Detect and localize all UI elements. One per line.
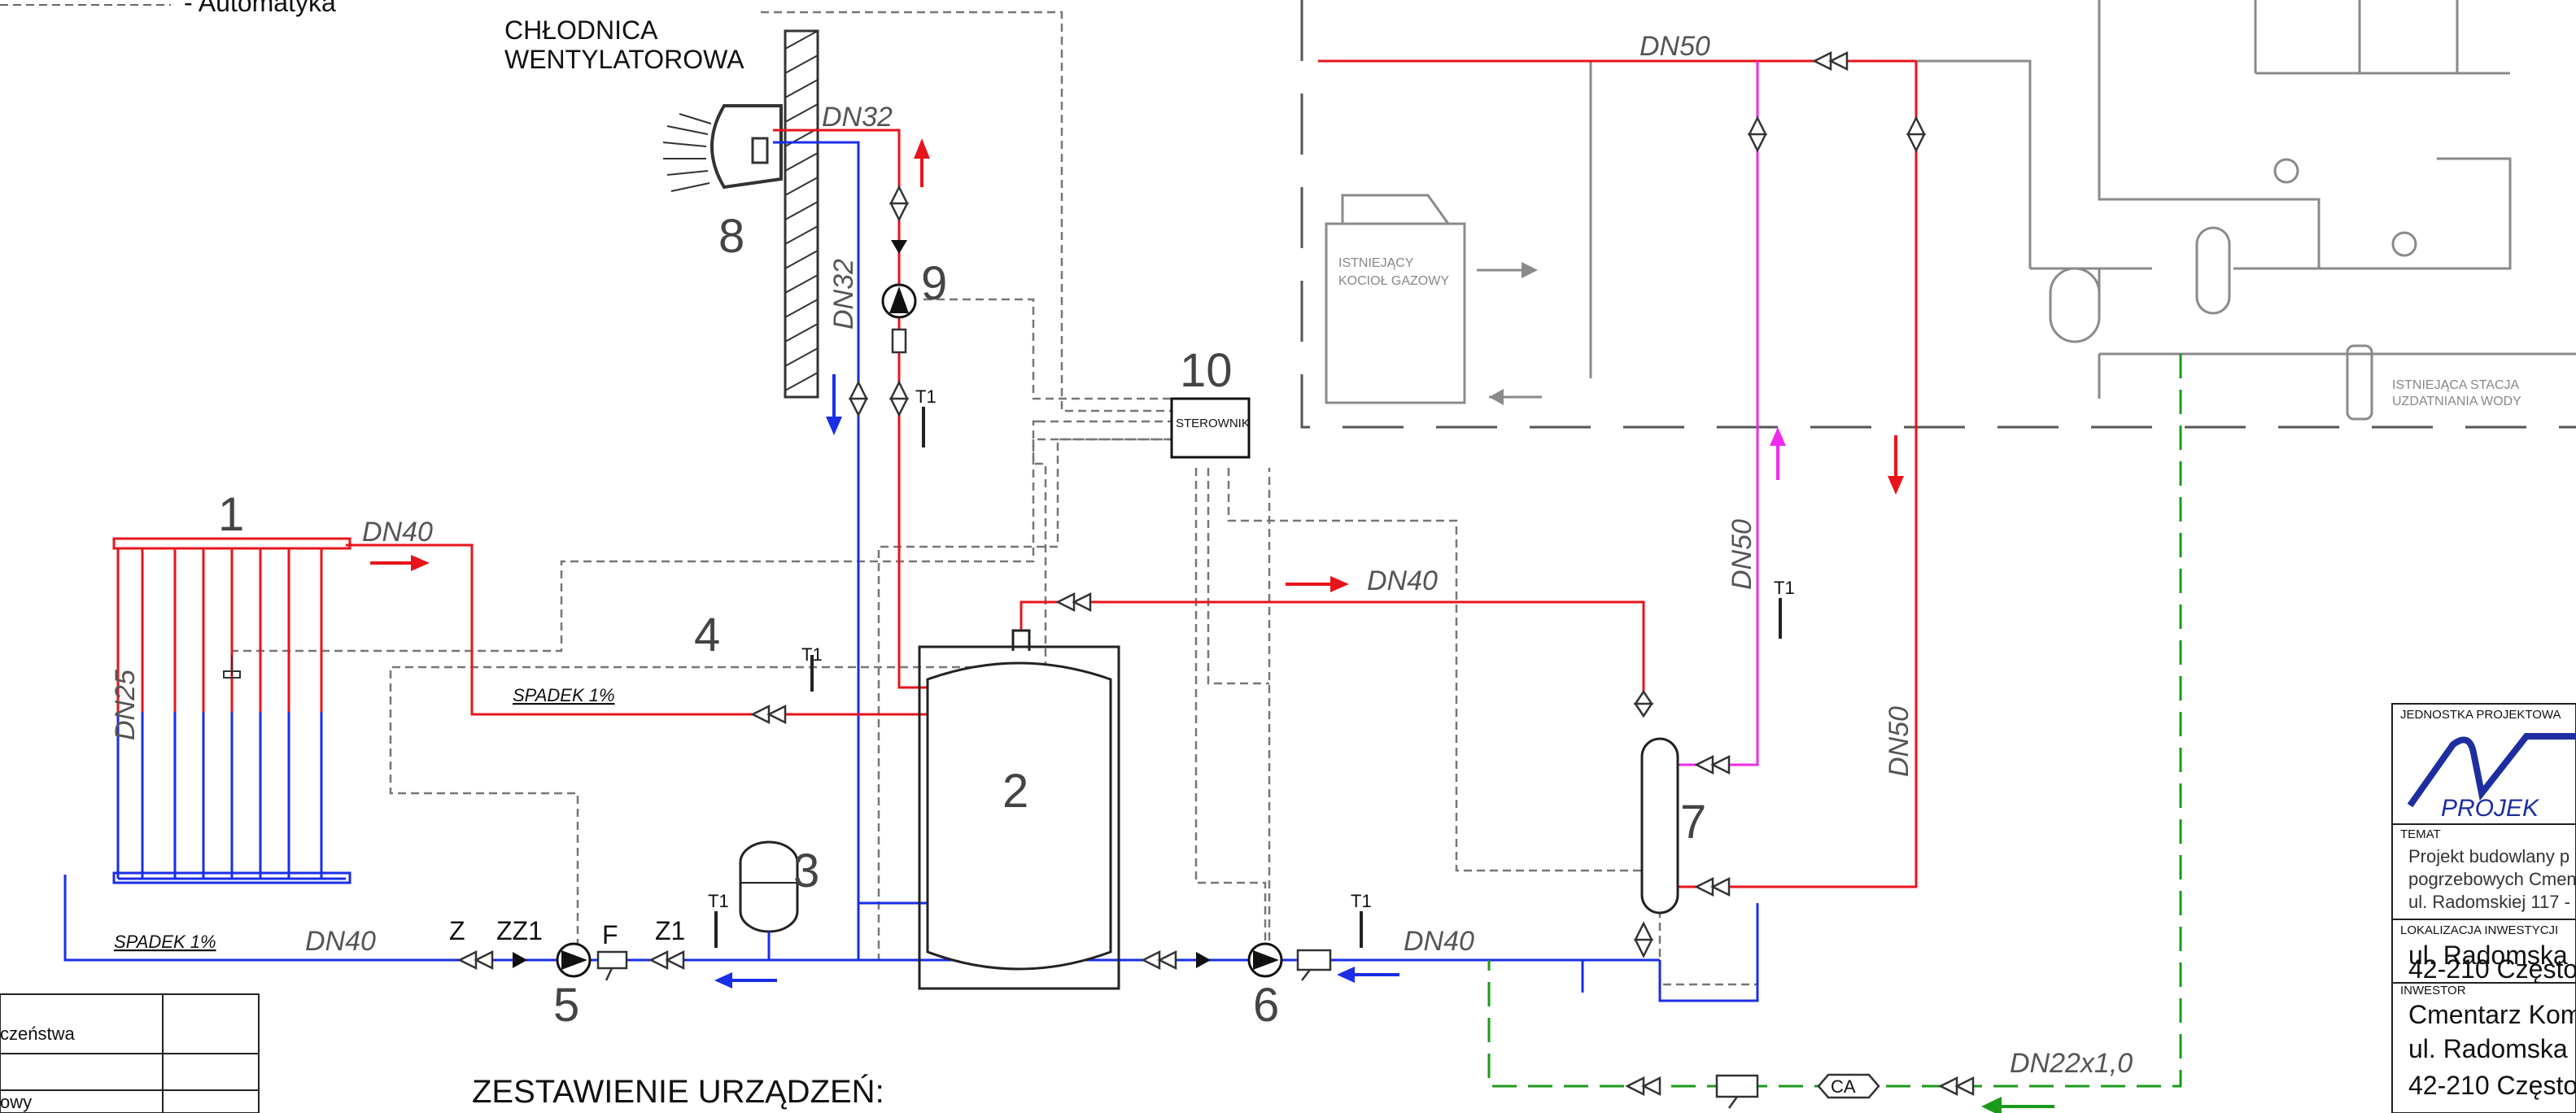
label-9: 9 [921, 257, 947, 310]
svg-text:DN32: DN32 [822, 102, 893, 133]
svg-text:T1: T1 [1774, 578, 1795, 598]
svg-text:DN50: DN50 [1727, 519, 1757, 590]
label-10: 10 [1180, 344, 1233, 397]
svg-text:F: F [602, 920, 618, 949]
water-arrow [1981, 1097, 2054, 1113]
magenta-pipe [1676, 61, 1759, 766]
svg-text:DN25: DN25 [110, 670, 141, 740]
svg-text:pogrzebowych Cmen: pogrzebowych Cmen [2408, 869, 2576, 889]
water-station-label: ISTNIEJĄCA STACJA UZDATNIANIA WODY [2392, 378, 2521, 408]
svg-text:DN22x1,0: DN22x1,0 [2010, 1048, 2133, 1079]
svg-text:ZZ1: ZZ1 [496, 916, 543, 945]
existing-system [1589, 0, 2576, 421]
pipe-size-labels: DN50 DN32 DN40 DN40 DN40 DN40 DN22x1,0 D… [110, 31, 2133, 1079]
svg-text:Z: Z [449, 916, 465, 945]
label-7: 7 [1680, 796, 1706, 849]
return-pipes [63, 141, 1759, 1002]
check-valves [513, 240, 1211, 968]
svg-text:INWESTOR: INWESTOR [2400, 984, 2466, 997]
cooler-label-2: WENTYLATOROWA [504, 45, 744, 74]
svg-text:ISTNIEJĄCA STACJA: ISTNIEJĄCA STACJA [2392, 378, 2520, 392]
legend-automation-label: - Automatyka [184, 0, 336, 17]
svg-text:JEDNOSTKA PROJEKTOWA: JEDNOSTKA PROJEKTOWA [2400, 708, 2561, 722]
valves [457, 50, 1975, 1097]
radiator-headers [112, 537, 351, 884]
svg-text:LOKALIZACJA INWESTYCJI: LOKALIZACJA INWESTYCJI [2400, 923, 2558, 937]
temp-sensor-labels: T1 T1 T1 T1 T1 [708, 386, 1795, 911]
svg-text:DN50: DN50 [1884, 706, 1915, 777]
filter-water [1715, 1074, 1759, 1109]
svg-text:T1: T1 [915, 386, 937, 407]
svg-text:DN40: DN40 [1367, 565, 1438, 596]
svg-text:TEMAT: TEMAT [2400, 827, 2441, 841]
svg-text:T1: T1 [708, 891, 729, 911]
legend-row-1: czeństwa [0, 1024, 75, 1044]
meter-9 [891, 328, 907, 354]
svg-text:42-210 Często: 42-210 Często [2408, 1071, 2576, 1100]
filter-f [596, 950, 628, 981]
pump-5 [556, 942, 592, 978]
existing-boiler-box: ISTNIEJĄCY KOCIOŁ GAZOWY [1325, 194, 1542, 405]
legend-row-3: owy [0, 1092, 32, 1112]
svg-text:SPADEK 1%: SPADEK 1% [513, 685, 615, 705]
temp-sensors [714, 407, 1782, 948]
pump-9 [881, 283, 917, 319]
svg-text:Z1: Z1 [655, 916, 685, 945]
supply-pipes [116, 59, 1918, 888]
svg-text:DN40: DN40 [362, 517, 433, 548]
fan-cooler: CHŁODNICA WENTYLATOROWA [504, 15, 783, 192]
title-block: JEDNOSTKA PROJEKTOWA PROJEK TEMAT Projek… [2391, 703, 2576, 1113]
water-pipe [1487, 354, 2182, 1088]
flow-arrows [370, 138, 1904, 989]
svg-text:CA: CA [1831, 1076, 1856, 1097]
expansion-vessel-3 [739, 840, 799, 960]
controller-10: STEROWNIK [1170, 397, 1251, 459]
gas-boiler-label-1: ISTNIEJĄCY [1338, 256, 1414, 270]
label-4: 4 [694, 609, 720, 661]
wall-hatch [784, 29, 819, 399]
label-2: 2 [1002, 765, 1028, 818]
legend-automation: - Automatyka [0, 0, 336, 17]
separator-7 [1640, 737, 1679, 914]
svg-text:SPADEK 1%: SPADEK 1% [114, 932, 216, 952]
slope-labels: SPADEK 1% SPADEK 1% [114, 685, 615, 952]
gas-boiler-label-2: KOCIOŁ GAZOWY [1338, 274, 1449, 288]
svg-text:DN32: DN32 [828, 259, 859, 330]
buffer-tank-2 [918, 629, 1120, 990]
filter-6 [1296, 949, 1332, 981]
cooler-label-1: CHŁODNICA [504, 15, 658, 45]
svg-text:DN40: DN40 [1404, 926, 1474, 957]
svg-text:T1: T1 [801, 644, 823, 665]
label-6: 6 [1253, 979, 1279, 1032]
component-numbers: 1 2 3 4 5 6 7 8 9 10 [218, 210, 1706, 1032]
label-8: 8 [718, 210, 744, 263]
svg-text:T1: T1 [1351, 891, 1372, 911]
svg-text:DN40: DN40 [305, 926, 376, 957]
equipment-list-title: ZESTAWIENIE URZĄDZEŃ: [472, 1073, 884, 1110]
svg-text:42-210 Często: 42-210 Często [2408, 954, 2576, 984]
logo-word: PROJEK [2441, 795, 2540, 822]
svg-text:UZDATNIANIA WODY: UZDATNIANIA WODY [2392, 395, 2521, 408]
pump-6 [1247, 942, 1283, 978]
controller-label: STEROWNIK [1176, 417, 1250, 430]
label-3: 3 [793, 845, 819, 897]
svg-text:ul. Radomska 1: ul. Radomska 1 [2408, 941, 2576, 970]
svg-text:ul. Radomska 1: ul. Radomska 1 [2408, 1034, 2576, 1063]
svg-text:Projekt budowlany p: Projekt budowlany p [2408, 846, 2569, 866]
svg-text:ul. Radomskiej 117 -: ul. Radomskiej 117 - [2408, 892, 2570, 912]
company-logo [2407, 733, 2576, 808]
svg-text:DN50: DN50 [1639, 31, 1710, 62]
legend-table: czeństwa owy [0, 993, 260, 1113]
boiler-room-boundary [1300, 0, 2576, 429]
fitting-labels: Z ZZ1 F Z1 [449, 916, 685, 949]
label-5: 5 [553, 979, 579, 1032]
ca-meter: CA [1817, 1073, 1880, 1099]
label-1: 1 [218, 488, 244, 541]
